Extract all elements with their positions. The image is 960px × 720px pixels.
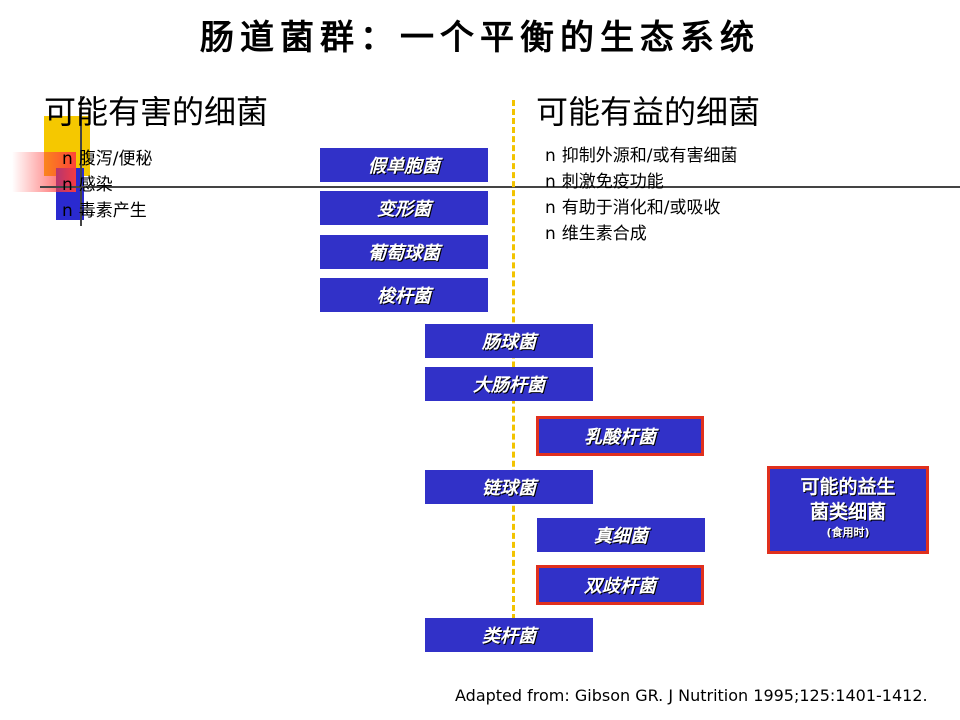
- bacteria-box-fusobacterium: 梭杆菌: [320, 278, 488, 312]
- bacteria-box-bacteroides: 类杆菌: [425, 618, 593, 652]
- decor-red-gradient: [12, 152, 76, 192]
- bullet-marker: n: [545, 198, 556, 218]
- harmful-effect-text: 感染: [78, 175, 113, 195]
- probiotic-label-line2: 菌类细菌: [809, 501, 886, 523]
- citation: Adapted from: Gibson GR. J Nutrition 199…: [455, 686, 928, 705]
- bacteria-box-proteus: 变形菌: [320, 191, 488, 225]
- bacteria-box-pseudomonas: 假单胞菌: [320, 148, 488, 182]
- beneficial-effect-text: 维生素合成: [561, 224, 647, 244]
- bacteria-box-enterococcus: 肠球菌: [425, 324, 593, 358]
- probiotic-legend-box: 可能的益生 菌类细菌 (食用时): [767, 466, 929, 554]
- bullet-marker: n: [62, 175, 73, 195]
- bacteria-box-eubacterium: 真细菌: [537, 518, 705, 552]
- probiotic-note: (食用时): [826, 526, 870, 539]
- bullet-marker: n: [62, 149, 73, 169]
- bullet-marker: n: [545, 146, 556, 166]
- harmful-effect-text: 毒素产生: [78, 201, 147, 221]
- bacteria-box-lactobacillus: 乳酸杆菌: [536, 416, 704, 456]
- decor-horizontal-line: [40, 186, 960, 188]
- beneficial-heading: 可能有益的细菌: [536, 93, 761, 131]
- decor-vertical-line: [80, 96, 82, 226]
- bullet-marker: n: [545, 224, 556, 244]
- bullet-marker: n: [62, 201, 73, 221]
- bacteria-box-staphylococcus: 葡萄球菌: [320, 235, 488, 269]
- bacteria-box-streptococcus: 链球菌: [425, 470, 593, 504]
- dashed-divider: [512, 100, 515, 620]
- bacteria-box-bifidobacterium: 双歧杆菌: [536, 565, 704, 605]
- beneficial-effect-text: 有助于消化和/或吸收: [561, 198, 721, 218]
- probiotic-label-line1: 可能的益生: [800, 476, 896, 498]
- beneficial-effect-text: 刺激免疫功能: [561, 172, 664, 192]
- bullet-marker: n: [545, 172, 556, 192]
- beneficial-effect-text: 抑制外源和/或有害细菌: [561, 146, 738, 166]
- slide-title: 肠道菌群：一个平衡的生态系统: [200, 18, 760, 58]
- harmful-effect-text: 腹泻/便秘: [78, 149, 153, 169]
- harmful-heading: 可能有害的细菌: [44, 93, 269, 131]
- bacteria-box-e-coli: 大肠杆菌: [425, 367, 593, 401]
